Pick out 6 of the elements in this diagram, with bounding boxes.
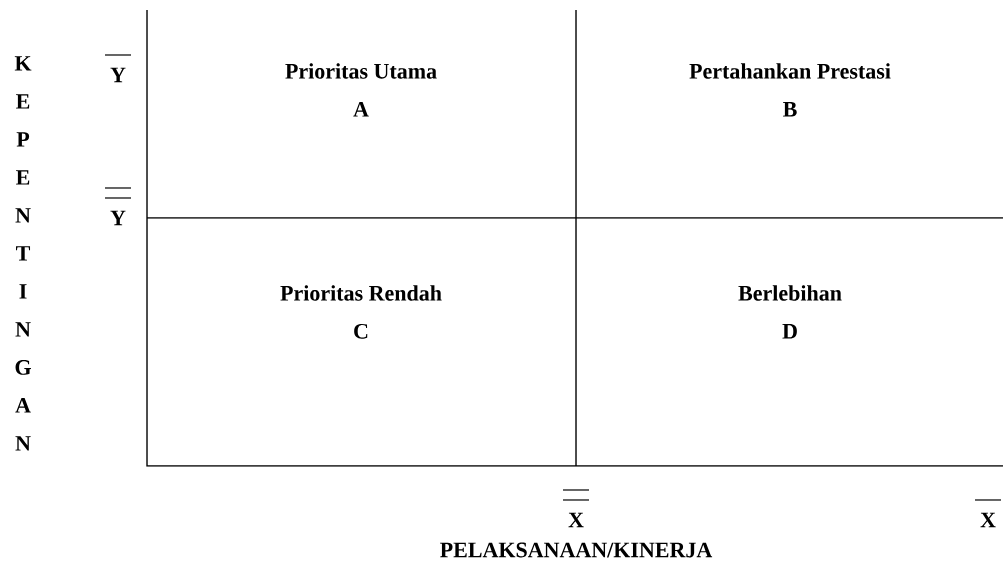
quadrant-label: Prioritas Rendah C [280, 285, 442, 339]
quadrant-label: Prioritas Utama A [285, 63, 437, 117]
quadrant-label: Pertahankan Prestasi B [689, 63, 891, 117]
quadrant-label: Berlebihan D [738, 285, 842, 339]
axis-title: PELAKSANAAN/KINERJA [440, 542, 713, 558]
axis-title: KEPENTINGAN [14, 56, 32, 451]
